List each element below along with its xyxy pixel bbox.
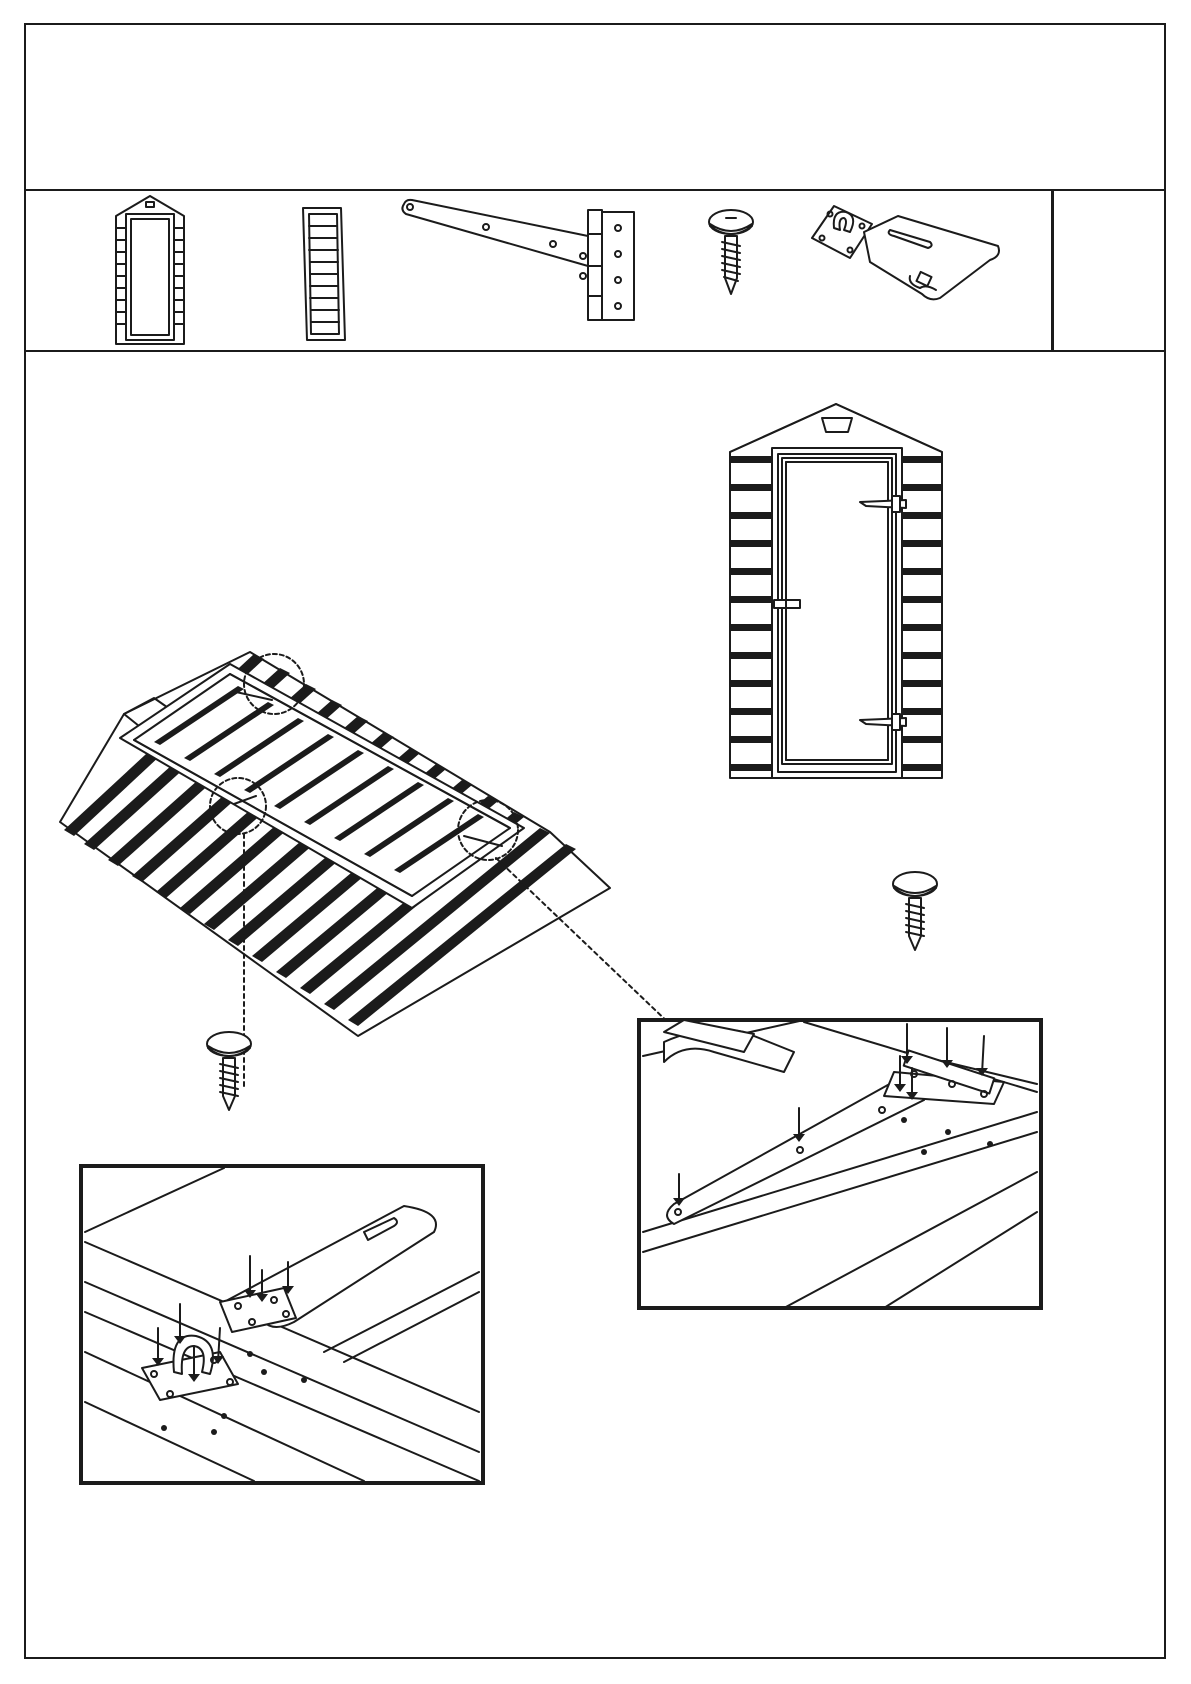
hasp-detail-box [81, 1166, 483, 1483]
tee-hinge-icon [398, 196, 642, 326]
door-isometric-view [60, 652, 610, 1036]
screw-callout-hinge [893, 872, 937, 950]
assembly-diagram [24, 352, 1166, 1659]
screw-callout-hasp [207, 1032, 251, 1110]
hinge-detail-box [639, 1020, 1041, 1308]
hasp-icon [810, 202, 1000, 304]
header-area [24, 23, 1166, 191]
door-brace-icon [299, 204, 347, 344]
door-panel-icon [112, 194, 188, 346]
screw-icon [706, 208, 756, 298]
quantity-divider [1051, 189, 1054, 352]
door-front-view [730, 404, 942, 778]
